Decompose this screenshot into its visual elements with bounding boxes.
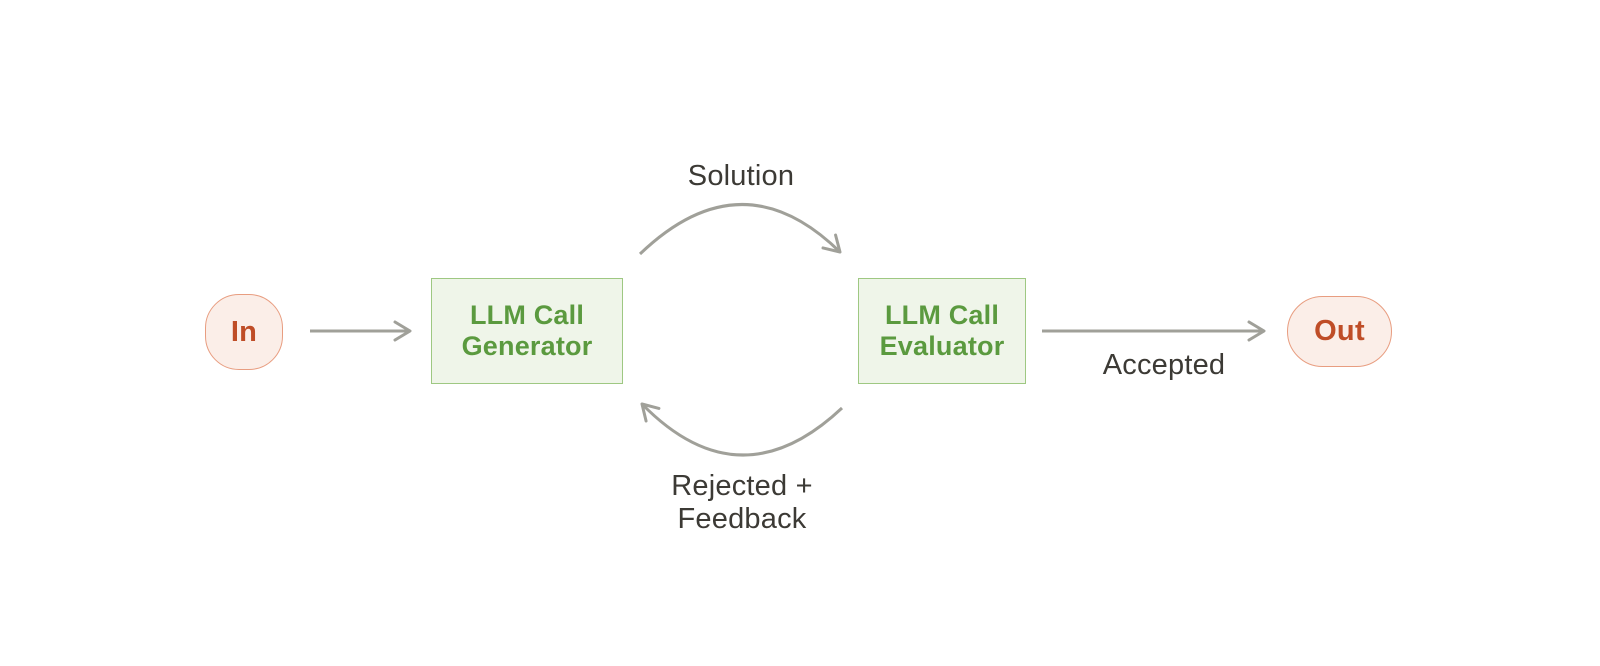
node-evaluator-label-line1: LLM Call bbox=[884, 300, 1000, 330]
node-in-label: In bbox=[230, 315, 258, 348]
node-evaluator-label-line2: Evaluator bbox=[879, 331, 1005, 361]
edge-evaluator-to-generator-arc bbox=[640, 402, 844, 457]
node-out-label: Out bbox=[1314, 315, 1365, 347]
edge-label-rejected-feedback: Rejected + Feedback bbox=[592, 470, 892, 536]
node-evaluator: LLM Call Evaluator bbox=[858, 278, 1026, 384]
node-generator-label-line2: Generator bbox=[461, 331, 593, 361]
edge-label-accepted: Accepted bbox=[1102, 349, 1226, 381]
node-generator: LLM Call Generator bbox=[431, 278, 623, 384]
edge-generator-to-evaluator-arc bbox=[638, 203, 842, 256]
edge-label-rejected: Rejected + bbox=[671, 470, 813, 502]
edge-label-solution: Solution bbox=[687, 160, 795, 192]
node-evaluator-label: LLM Call Evaluator bbox=[880, 300, 1005, 362]
node-generator-label: LLM Call Generator bbox=[462, 300, 593, 362]
edge-label-feedback: Feedback bbox=[677, 503, 807, 535]
node-out: Out bbox=[1287, 296, 1392, 367]
node-generator-label-line1: LLM Call bbox=[469, 300, 585, 330]
node-in: In bbox=[205, 294, 283, 370]
